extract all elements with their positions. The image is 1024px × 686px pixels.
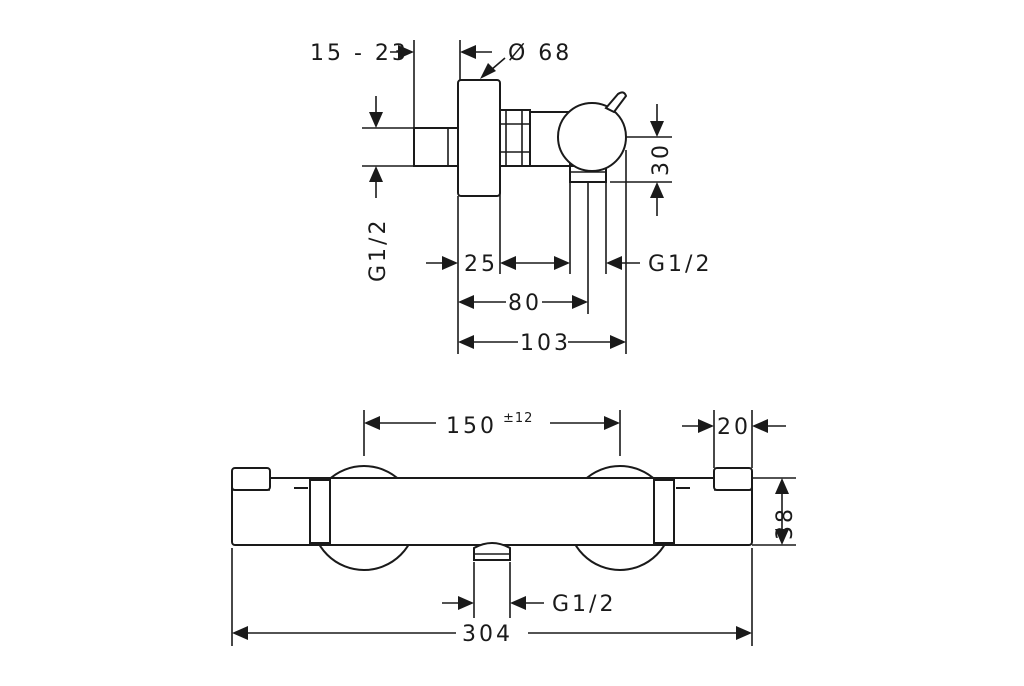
dim-outlet-thread-label: G1/2 bbox=[648, 252, 712, 277]
left-end-cap bbox=[231, 467, 271, 491]
dim-centers-label: 150 bbox=[446, 414, 497, 439]
wall-connector bbox=[413, 127, 459, 167]
knob-lever bbox=[604, 91, 628, 114]
right-end-cap bbox=[713, 467, 753, 491]
side-view: 15 - 23 Ø 68 G1/2 30 bbox=[310, 40, 712, 356]
dim-diameter-label: Ø 68 bbox=[508, 41, 572, 66]
dim-depth-range-label: 15 - 23 bbox=[310, 41, 409, 66]
thermostat-knob bbox=[557, 102, 627, 172]
dim-103-label: 103 bbox=[520, 331, 571, 356]
dim-height-label: 30 bbox=[649, 142, 674, 176]
union-nut bbox=[499, 109, 531, 167]
dim-inlet-thread-label: G1/2 bbox=[366, 218, 391, 282]
dim-total-length-label: 304 bbox=[462, 622, 513, 647]
escutcheon-plate bbox=[457, 79, 501, 197]
dim-25-label: 25 bbox=[464, 252, 498, 277]
dim-body-height-label: 38 bbox=[773, 506, 798, 540]
left-handle bbox=[309, 479, 331, 544]
dim-end-label: 20 bbox=[717, 415, 751, 440]
dim-centers-tolerance-label: ±12 bbox=[503, 411, 533, 426]
dim-front-outlet-thread-label: G1/2 bbox=[552, 592, 616, 617]
dim-80-label: 80 bbox=[508, 291, 542, 316]
front-view: 150 ±12 20 38 G1/2 304 bbox=[231, 410, 798, 647]
bottom-outlet bbox=[473, 542, 511, 561]
right-handle bbox=[653, 479, 675, 544]
